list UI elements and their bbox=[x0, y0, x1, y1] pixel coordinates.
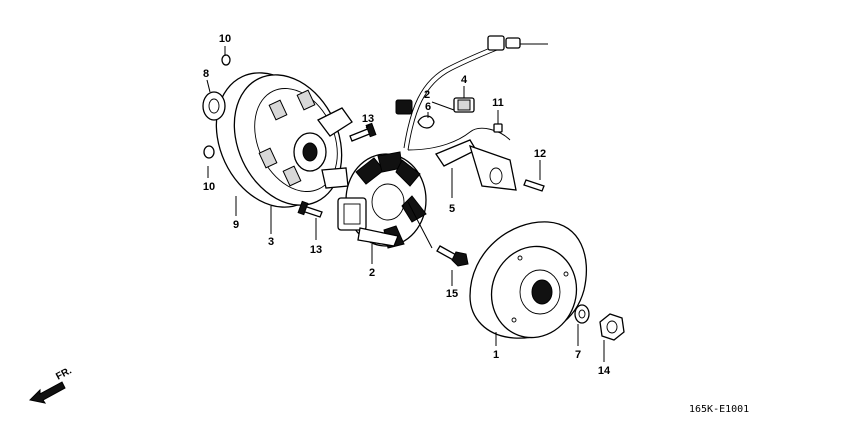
callout-5: 5 bbox=[449, 203, 455, 215]
washer-bottom bbox=[203, 145, 215, 159]
callout-14: 14 bbox=[598, 365, 611, 377]
callout-10-bottom: 10 bbox=[203, 181, 215, 193]
flywheel-nut bbox=[599, 313, 625, 341]
pulser-generator bbox=[435, 139, 517, 191]
callout-10-top: 10 bbox=[219, 33, 231, 45]
callout-13-top: 13 bbox=[362, 113, 374, 125]
callout-13-bottom: 13 bbox=[310, 244, 322, 256]
bolt-upper bbox=[349, 122, 377, 142]
callouts: 10 8 10 9 3 13 13 2 2 4 6 11 12 5 15 1 7… bbox=[203, 33, 611, 377]
bolt-lower bbox=[297, 200, 323, 218]
callout-2-bottom: 2 bbox=[369, 267, 375, 279]
callout-1: 1 bbox=[493, 349, 499, 361]
callout-2-top: 2 bbox=[424, 89, 430, 101]
callout-4: 4 bbox=[461, 74, 468, 86]
leader-lines bbox=[206, 46, 605, 362]
flange-bolt bbox=[436, 245, 469, 267]
stator bbox=[337, 151, 427, 249]
callout-7: 7 bbox=[575, 349, 581, 361]
callout-12: 12 bbox=[534, 148, 546, 160]
screw bbox=[493, 123, 503, 133]
callout-9: 9 bbox=[233, 219, 239, 231]
callout-6: 6 bbox=[425, 101, 431, 113]
callout-15: 15 bbox=[446, 288, 458, 300]
arrow-icon bbox=[28, 381, 66, 404]
callout-3: 3 bbox=[268, 236, 274, 248]
diagram-code: 165K-E1001 bbox=[689, 404, 749, 415]
front-arrow: FR. bbox=[28, 365, 74, 404]
front-label: FR. bbox=[54, 365, 74, 382]
wire-clip bbox=[417, 115, 435, 129]
connector-clip bbox=[453, 97, 475, 113]
flywheel bbox=[469, 221, 588, 339]
pulser-bolt bbox=[523, 179, 545, 192]
washer-top bbox=[221, 54, 231, 66]
generator-cover bbox=[215, 72, 353, 208]
oil-seal bbox=[202, 91, 226, 121]
callout-8: 8 bbox=[203, 68, 209, 80]
callout-11: 11 bbox=[492, 97, 504, 109]
wire-harness bbox=[395, 35, 548, 151]
flywheel-washer bbox=[574, 304, 590, 324]
